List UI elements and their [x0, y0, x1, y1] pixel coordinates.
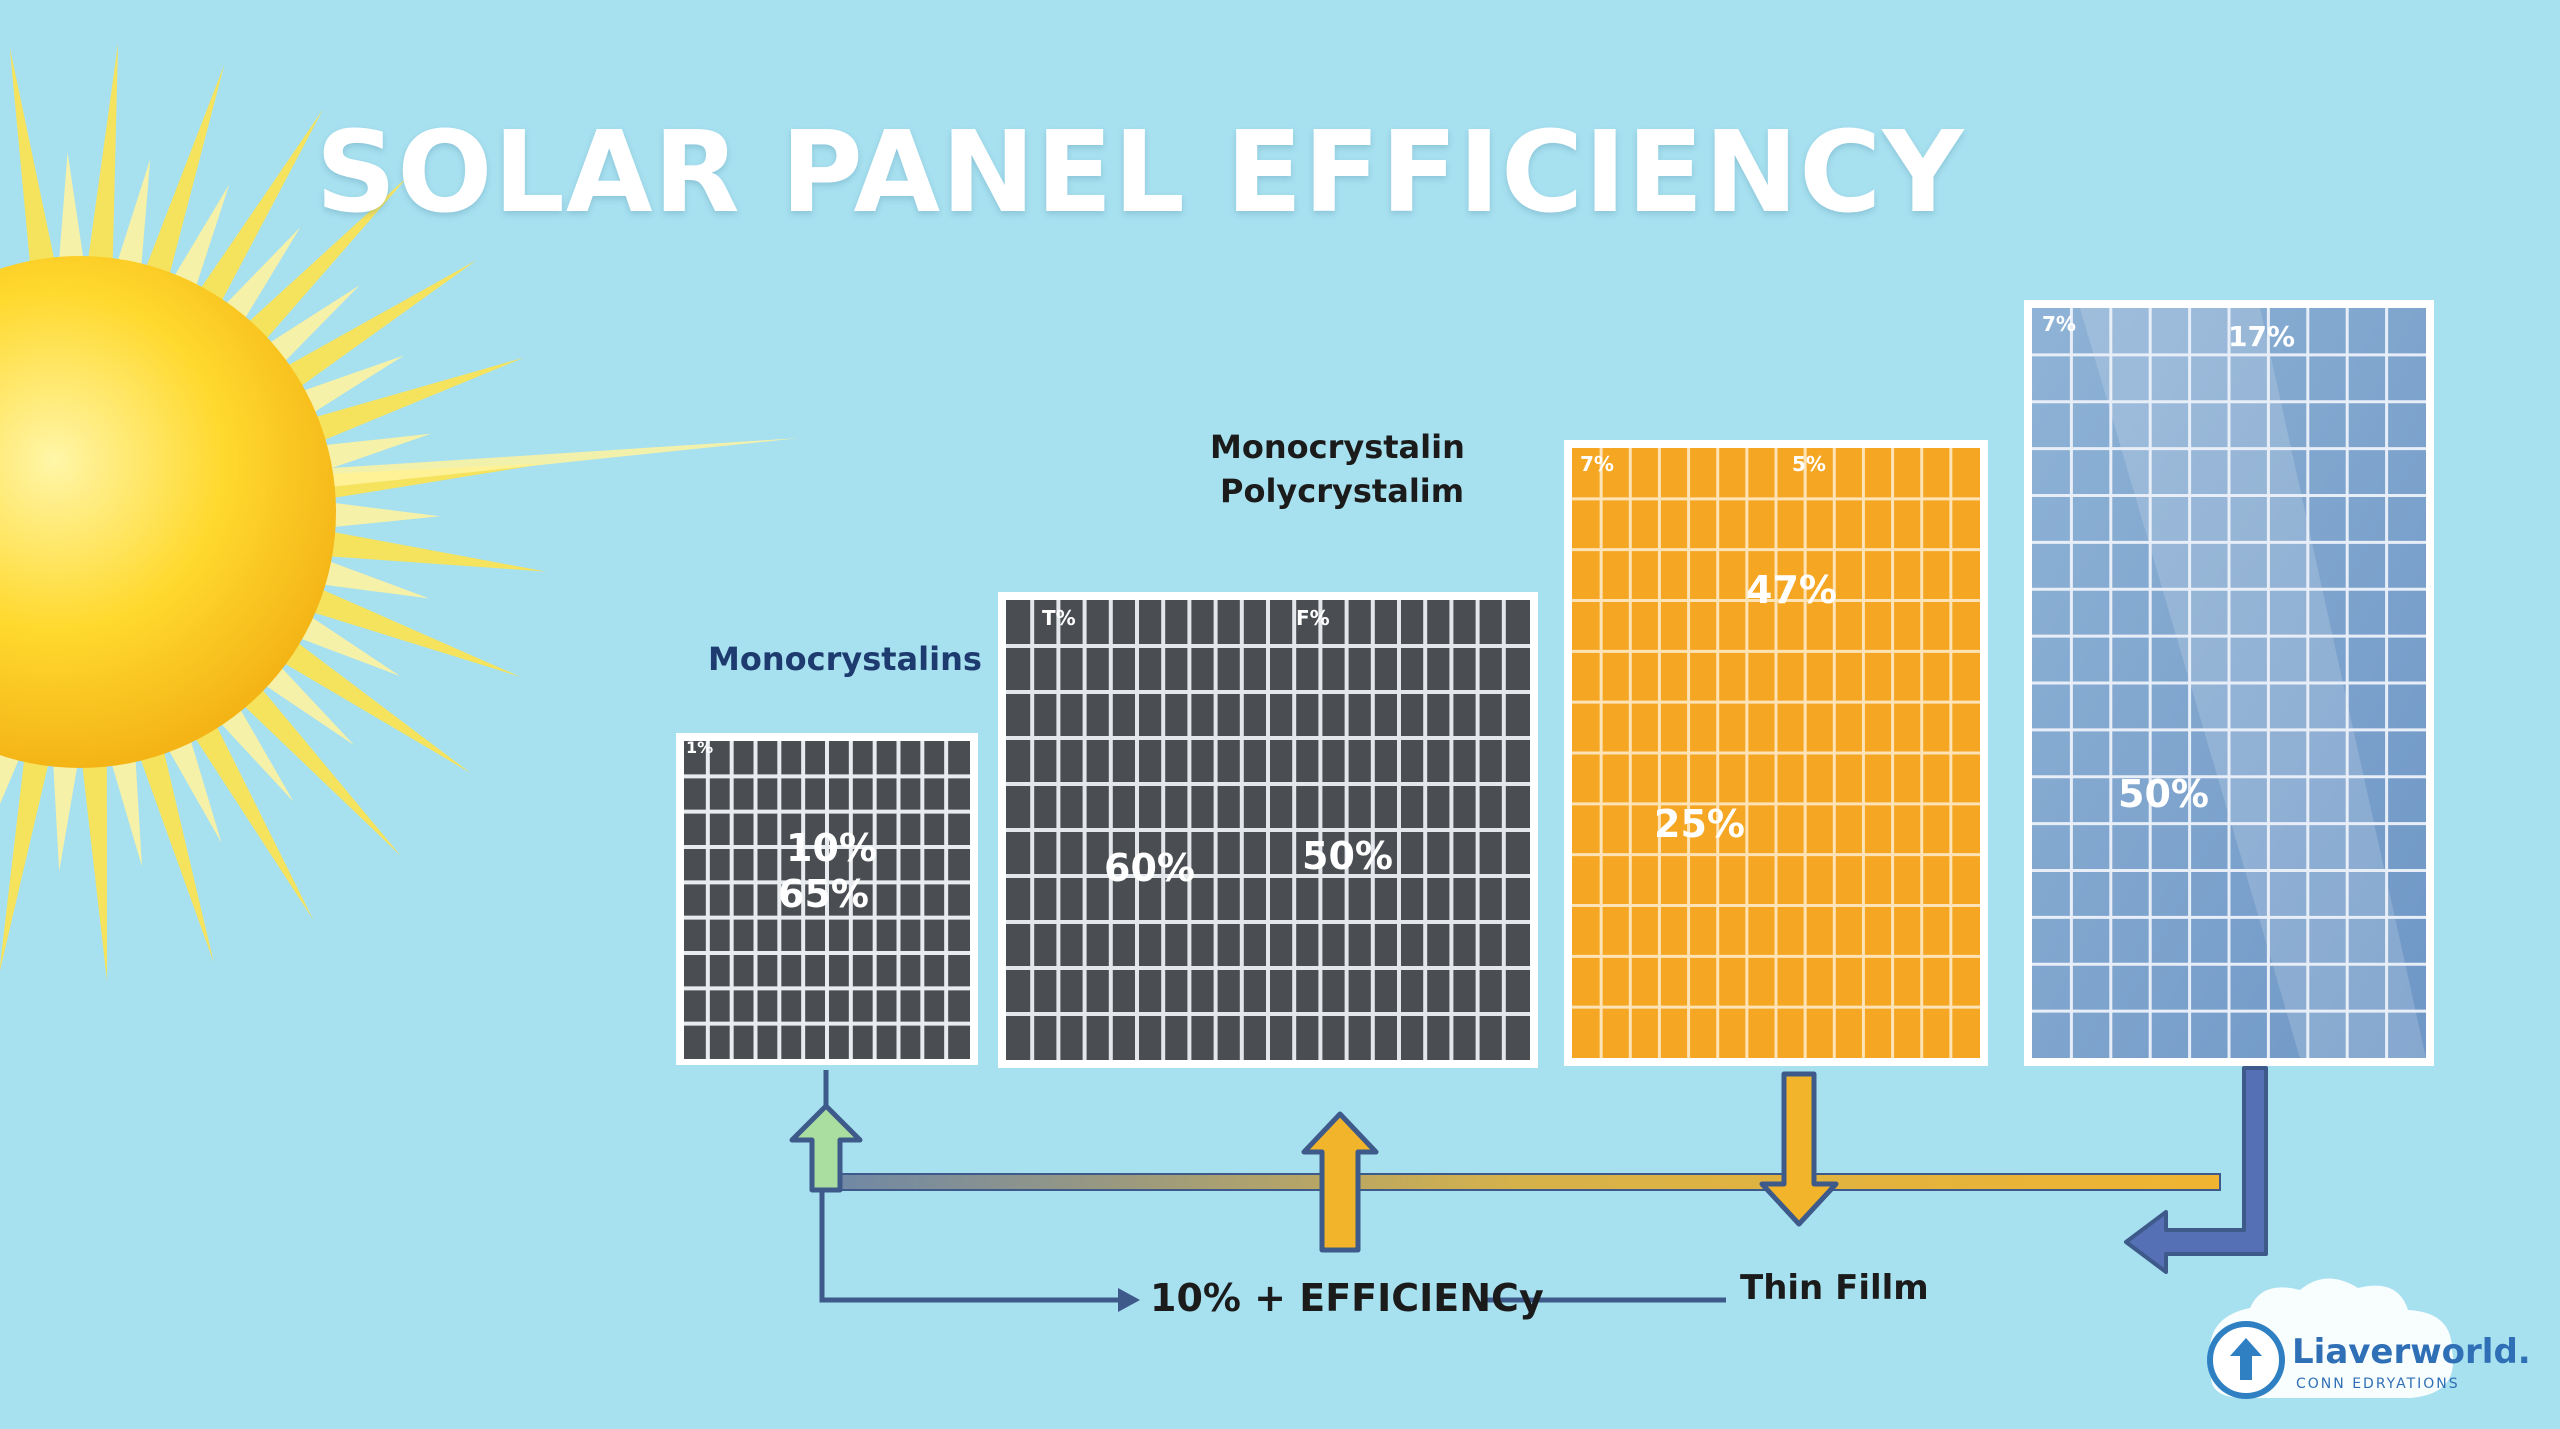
sun-ray [320, 433, 432, 470]
blue-elbow-arrow-icon [2124, 1066, 2268, 1274]
panel4-corner-right: 17% [2228, 320, 2296, 353]
sun-ray [284, 260, 477, 389]
sun-ray [198, 109, 323, 305]
sun-ray [58, 152, 84, 263]
label-polycrystalim: Polycrystalim [1220, 472, 1465, 510]
sun-ray [166, 736, 222, 844]
sun-ray [110, 755, 143, 867]
sun-ray [193, 722, 314, 920]
logo-arrow-icon [2230, 1338, 2262, 1380]
flow-bar [817, 1173, 2221, 1191]
panel1-corner-label: 1% [686, 738, 714, 757]
logo-name: Liaverworld. [2292, 1332, 2531, 1372]
sun-ray [319, 559, 430, 599]
sun-ray [9, 47, 56, 267]
panel4-value-mid: 50% [2118, 772, 2209, 816]
sun-ray [241, 686, 401, 856]
sun-ray [222, 227, 301, 323]
label-monocrystalin: Monocrystalin [1210, 428, 1465, 466]
panel-monocrystalline-small [676, 733, 978, 1065]
panel-polycrystalline [998, 592, 1538, 1068]
sun-ray [280, 640, 471, 774]
sun-ray [172, 184, 230, 290]
sun-ray [139, 747, 214, 963]
yellow-up-arrow-icon [1301, 1111, 1379, 1253]
panel2-value-left: 60% [1104, 846, 1195, 890]
page-title: SOLAR PANEL EFFICIENCY [315, 108, 1965, 238]
green-up-arrow-icon [789, 1103, 863, 1193]
label-monocrystalins: Monocrystalins [708, 640, 982, 678]
sun-ray [87, 43, 119, 265]
sun-ray [0, 755, 50, 971]
arrowhead-right-icon [1118, 1288, 1140, 1312]
label-thin-film: Thin Fillm [1740, 1268, 1929, 1308]
sun-ray [311, 357, 524, 442]
sun-ray [309, 587, 521, 677]
sun-ray [326, 531, 547, 572]
sun-ray [144, 64, 225, 279]
yellow-down-arrow-icon [1759, 1071, 1839, 1227]
panel-thin-film-blue [2024, 300, 2434, 1066]
panel2-value-right: 50% [1302, 834, 1393, 878]
panel2-corner-right: F% [1296, 606, 1330, 630]
sun-ray [0, 748, 21, 804]
sun-ray [266, 285, 360, 365]
sun-ray [300, 438, 800, 490]
sun-ray [53, 760, 79, 872]
sun-ray [329, 502, 440, 528]
panel1-value-a: 10% [786, 826, 877, 870]
sun-ray [81, 760, 108, 982]
panel3-corner-right: 5% [1792, 452, 1826, 476]
panel4-corner-left: 7% [2042, 312, 2076, 336]
panel3-value-top: 47% [1746, 568, 1837, 612]
sun-ray [296, 614, 401, 677]
panel3-corner-left: 7% [1580, 452, 1614, 476]
panel1-value-b: 65% [778, 872, 869, 916]
sun-rays [0, 43, 800, 982]
label-efficiency: 10% + EFFICIENCy [1150, 1276, 1544, 1320]
logo-tagline: CONN EDRYATIONS [2296, 1376, 2460, 1392]
panel-orange [1564, 440, 1988, 1066]
sun-ray [218, 705, 294, 802]
brand-logo [2207, 1278, 2454, 1399]
panel2-corner-left: T% [1042, 606, 1076, 630]
sun-ray [245, 175, 409, 343]
sun-ray [262, 664, 355, 746]
sun-ray [116, 158, 151, 270]
sun-icon [0, 256, 336, 768]
sun-ray [299, 355, 405, 415]
panel3-value-mid: 25% [1654, 802, 1745, 846]
